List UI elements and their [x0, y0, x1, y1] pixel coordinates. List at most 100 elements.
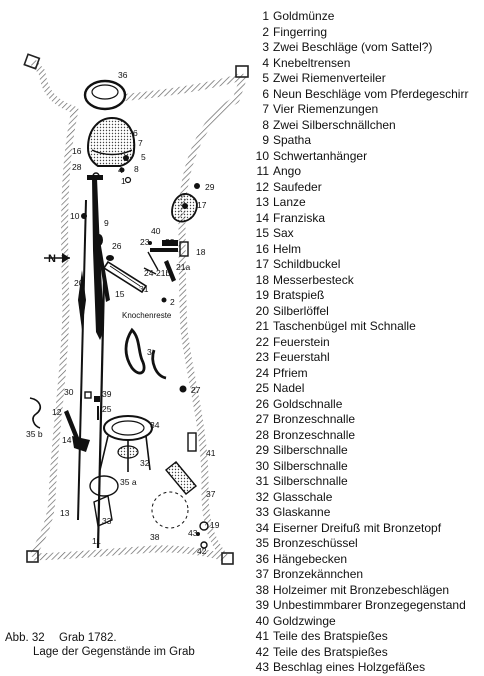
- plan-labels: 36 16 28 6 5 7 4 8 1 29 17 10 9 26 40 23…: [26, 70, 220, 556]
- legend-item-number: 33: [255, 505, 269, 519]
- legend-item: 4 Knebeltrensen: [255, 56, 483, 72]
- legend-item-number: 21: [255, 319, 269, 333]
- legend-item-number: 14: [255, 210, 269, 225]
- plan-label: 8: [134, 164, 139, 174]
- legend-item-number: 17: [255, 257, 269, 271]
- object-12-saufeder: [64, 410, 80, 442]
- legend-item-number: 34: [255, 520, 269, 535]
- object-37-bronzekaennchen: [165, 461, 197, 495]
- object-group-18-21: [143, 240, 189, 282]
- legend-item-label: Schildbuckel: [273, 257, 341, 271]
- legend-item-label: Bronzekännchen: [273, 567, 364, 581]
- object-34-dreifuss: [99, 415, 153, 472]
- plan-label: 35 b: [26, 429, 43, 439]
- plan-label: 35 a: [120, 477, 137, 487]
- legend-item-label: Taschenbügel mit Schnalle: [273, 319, 416, 333]
- legend-item-label: Glasschale: [273, 489, 333, 504]
- legend-item-number: 11: [256, 164, 269, 178]
- legend-item-number: 4: [262, 55, 269, 70]
- legend-item-number: 8: [262, 117, 269, 132]
- plan-label: 36: [118, 70, 128, 80]
- plan-label: 9: [104, 218, 109, 228]
- plan-label: 22: [165, 237, 175, 247]
- legend-item-number: 13: [255, 195, 269, 209]
- legend-item-label: Neun Beschläge vom Pferdegeschirr: [273, 86, 469, 101]
- plan-label: 30: [64, 387, 74, 397]
- legend-item-number: 9: [262, 133, 269, 147]
- legend-item-number: 40: [255, 613, 269, 628]
- corner-marker: [23, 53, 41, 70]
- legend-item-number: 18: [255, 272, 269, 287]
- plan-label: 3: [147, 347, 152, 357]
- legend-item-label: Goldzwinge: [273, 613, 336, 628]
- legend-item-number: 30: [255, 458, 269, 473]
- legend-item-number: 27: [255, 412, 269, 426]
- plan-label: 23: [140, 237, 150, 247]
- legend-item-number: 1: [262, 9, 269, 23]
- legend-item-label: Helm: [273, 241, 302, 256]
- object-38-holzeimer: [151, 491, 189, 529]
- object-13-lanze: [77, 199, 87, 521]
- legend-item-label: Nadel: [273, 381, 305, 395]
- legend-item-label: Goldmünze: [273, 9, 335, 23]
- legend-item-label: Feuerstein: [273, 334, 330, 349]
- legend-item-label: Knebeltrensen: [273, 55, 351, 70]
- plan-label: 6: [133, 128, 138, 138]
- grave-plan: N Knochenreste 36 16 28 6 5 7 4 8 1 29 1…: [23, 53, 249, 565]
- object-28-bronzeschnalle: [92, 172, 100, 180]
- object-11-ango: [96, 279, 106, 549]
- legend-item: 8 Zwei Silberschnällchen: [255, 118, 483, 134]
- legend-item-label: Lanze: [273, 195, 306, 209]
- legend-item-label: Silberschnalle: [273, 474, 348, 488]
- object-32-glasschale: [117, 445, 139, 459]
- legend-item-label: Goldschnalle: [273, 396, 343, 411]
- legend-item-number: 32: [255, 489, 269, 504]
- legend-item-label: Hängebecken: [273, 551, 348, 566]
- legend-item-number: 7: [262, 102, 269, 116]
- legend-item-number: 39: [255, 598, 269, 612]
- plan-label: 5: [141, 152, 146, 162]
- legend-item-label: Spatha: [273, 133, 312, 147]
- legend-item-number: 29: [255, 443, 269, 457]
- plan-label: 15: [115, 289, 125, 299]
- object-35a-bronzeschuessel: [89, 475, 119, 497]
- object-39-bronzegegenstand: [94, 396, 100, 402]
- legend-item-number: 41: [255, 629, 269, 643]
- plan-label: 20: [74, 278, 84, 288]
- plan-label: 31: [139, 284, 149, 294]
- caption-subtitle: Lage der Gegenstände im Grab: [33, 645, 195, 658]
- plan-label: 33: [102, 516, 112, 526]
- legend-item-label: Feuerstahl: [273, 350, 330, 364]
- plan-label: 13: [60, 508, 70, 518]
- corner-marker: [26, 550, 39, 563]
- legend-item-number: 15: [255, 226, 269, 240]
- legend-item-number: 42: [255, 644, 269, 659]
- plan-label: 34: [150, 420, 160, 430]
- legend-item-number: 5: [262, 71, 269, 85]
- legend-item-label: Bronzeschnalle: [273, 427, 356, 442]
- plan-label: 12: [52, 407, 62, 417]
- legend-item-number: 16: [255, 241, 269, 256]
- legend-item-label: Bratspieß: [273, 288, 325, 302]
- legend-item-label: Zwei Beschläge (vom Sattel?): [273, 40, 433, 54]
- legend-item: 9 Spatha: [255, 133, 483, 149]
- legend-item-label: Zwei Silberschnällchen: [273, 117, 396, 132]
- legend-item: 16 Helm: [255, 242, 483, 258]
- legend-item-label: Pfriem: [273, 365, 308, 380]
- plan-label: 2: [170, 297, 175, 307]
- legend-item-number: 36: [255, 551, 269, 566]
- legend-item-number: 22: [255, 334, 269, 349]
